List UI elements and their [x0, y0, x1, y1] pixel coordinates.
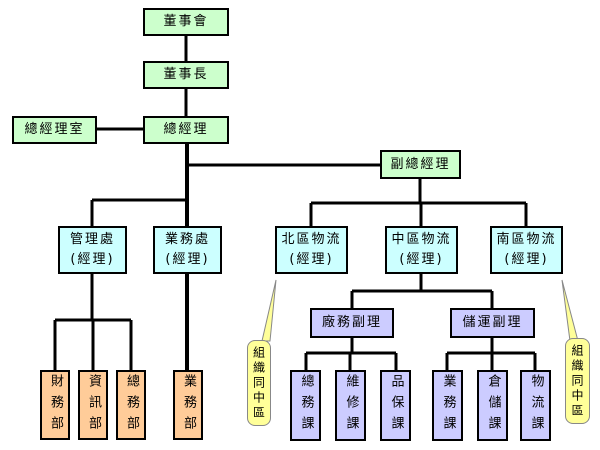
division-name: 北區物流 — [281, 232, 342, 247]
division-south-logistics: 南區物流 (經理) — [490, 226, 563, 274]
section-logistics: 物流課 — [520, 370, 551, 441]
plant-vice-manager: 廠務副理 — [310, 308, 394, 338]
callout-tail-right — [561, 279, 579, 342]
division-title: (經理) — [70, 252, 115, 267]
division-title: (經理) — [399, 252, 444, 267]
chairman-box: 董事長 — [143, 61, 229, 89]
section-maintenance: 維修課 — [335, 370, 366, 441]
dept-it: 資訊部 — [78, 370, 108, 440]
division-title: (經理) — [289, 252, 334, 267]
section-sales: 業務課 — [432, 370, 463, 441]
dept-sales: 業務部 — [173, 370, 203, 440]
dept-finance: 財務部 — [40, 370, 70, 440]
division-central-logistics: 中區物流 (經理) — [385, 226, 458, 274]
division-north-logistics: 北區物流 (經理) — [275, 226, 348, 274]
board-box: 董事會 — [143, 8, 229, 36]
gm-box: 總經理 — [143, 116, 229, 144]
division-name: 管理處 — [69, 232, 115, 247]
division-sales: 業務處 (經理) — [153, 226, 222, 274]
section-general-affairs: 總務課 — [290, 370, 321, 441]
division-name: 南區物流 — [496, 232, 557, 247]
division-title: (經理) — [165, 252, 210, 267]
note-callout-right: 組織同中區 — [565, 338, 590, 424]
division-name: 中區物流 — [391, 232, 452, 247]
note-callout-left: 組織同中區 — [247, 340, 271, 426]
section-warehouse: 倉儲課 — [477, 370, 508, 441]
division-admin: 管理處 (經理) — [58, 226, 127, 274]
callout-tail-left — [261, 279, 277, 342]
dept-general-affairs: 總務部 — [116, 370, 146, 440]
division-name: 業務處 — [164, 232, 210, 247]
section-quality: 品保課 — [380, 370, 411, 441]
gm-office-box: 總經理室 — [12, 116, 97, 144]
deputy-gm-box: 副總經理 — [380, 150, 461, 179]
division-title: (經理) — [504, 252, 549, 267]
logistics-vice-manager: 儲運副理 — [450, 308, 535, 338]
